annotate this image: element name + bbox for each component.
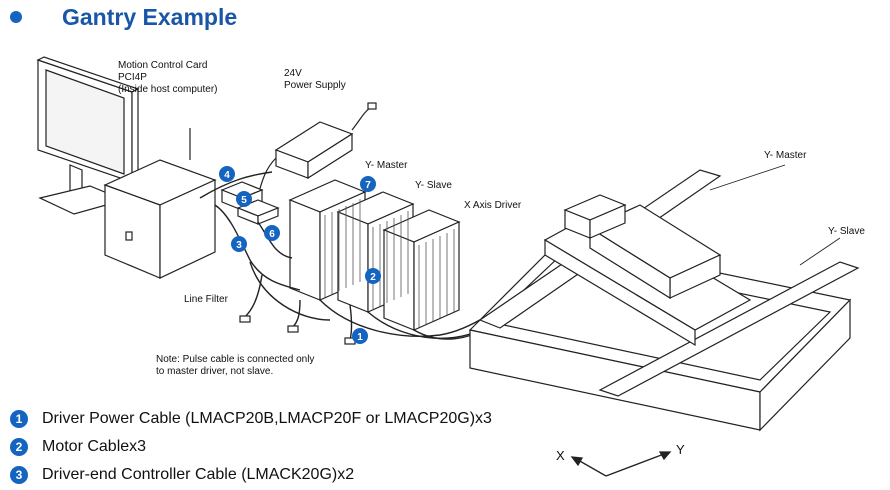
callout-markers: 4 5 3 6 7 2 1 <box>219 166 381 344</box>
power-line1: 24V <box>284 68 302 79</box>
power-supply-label: 24V Power Supply <box>284 68 346 92</box>
page-title: Gantry Example <box>62 4 238 30</box>
motion-card-label: Motion Control Card PCI4P (Inside host c… <box>118 60 218 96</box>
legend-number: 2 <box>10 438 28 456</box>
pulse-cable-note: Note: Pulse cable is connected only to m… <box>156 354 314 378</box>
svg-text:3: 3 <box>236 240 242 251</box>
note-line2: to master driver, not slave. <box>156 366 274 377</box>
line-filter-label: Line Filter <box>184 294 228 305</box>
motion-card-line3: (Inside host computer) <box>118 84 218 95</box>
svg-text:5: 5 <box>241 195 247 206</box>
legend-text: Motor Cablex3 <box>42 438 147 455</box>
legend-item: 1 Driver Power Cable (LMACP20B,LMACP20F … <box>10 405 492 433</box>
svg-text:4: 4 <box>224 170 230 181</box>
y-slave-driver-label: Y- Slave <box>415 180 452 191</box>
motor-illustration <box>563 194 627 239</box>
power-line2: Power Supply <box>284 80 346 91</box>
legend-item: 2 Motor Cablex3 <box>10 433 492 461</box>
y-master-driver-label: Y- Master <box>365 160 408 171</box>
motion-card-line2: PCI4P <box>118 72 147 83</box>
marker-4: 4 <box>219 166 235 182</box>
note-line1: Note: Pulse cable is connected only <box>156 354 315 365</box>
axis-y-label: Y <box>676 442 685 457</box>
motion-card-line1: Motion Control Card <box>118 60 208 71</box>
marker-2: 2 <box>365 268 381 284</box>
marker-5: 5 <box>236 191 252 207</box>
legend-text: Driver Power Cable (LMACP20B,LMACP20F or… <box>42 410 492 427</box>
y-master-axis-label: Y- Master <box>764 150 807 161</box>
marker-6: 6 <box>264 225 280 241</box>
marker-7: 7 <box>360 176 376 192</box>
monitor-illustration <box>36 56 140 215</box>
svg-text:1: 1 <box>357 332 363 343</box>
x-axis-driver-label: X Axis Driver <box>464 200 522 211</box>
legend-text: Driver-end Controller Cable (LMACK20G)x2 <box>42 466 355 483</box>
axis-x-label: X <box>556 448 565 463</box>
svg-text:7: 7 <box>365 180 371 191</box>
cable-legend: 1 Driver Power Cable (LMACP20B,LMACP20F … <box>10 405 492 489</box>
legend-number: 1 <box>10 410 28 428</box>
y-slave-axis-label: Y- Slave <box>828 226 865 237</box>
svg-text:2: 2 <box>370 272 376 283</box>
host-computer-illustration <box>103 128 217 279</box>
axis-arrows <box>570 451 672 477</box>
title-bullet <box>10 11 22 23</box>
driver-x-axis <box>382 209 461 331</box>
legend-number: 3 <box>10 466 28 484</box>
power-supply-illustration <box>257 102 377 197</box>
marker-3: 3 <box>231 236 247 252</box>
legend-item: 3 Driver-end Controller Cable (LMACK20G)… <box>10 461 492 489</box>
marker-1: 1 <box>352 328 368 344</box>
svg-text:6: 6 <box>269 229 275 240</box>
